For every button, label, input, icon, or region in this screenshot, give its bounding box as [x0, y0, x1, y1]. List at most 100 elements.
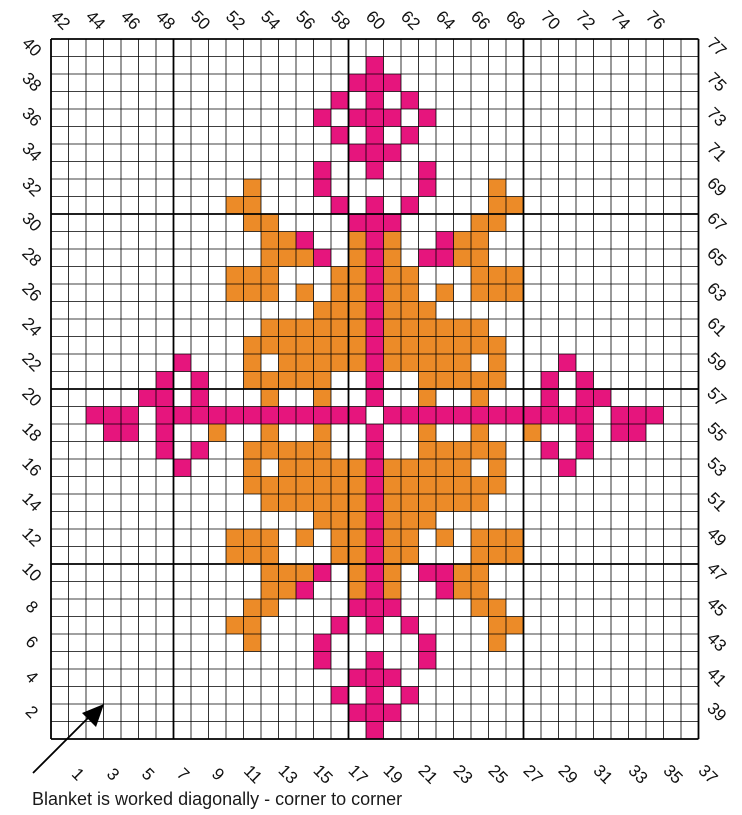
- orange-stitch-cell: [261, 267, 279, 285]
- pink-stitch-cell: [191, 442, 209, 460]
- orange-stitch-cell: [226, 197, 244, 215]
- orange-stitch-cell: [244, 459, 262, 477]
- orange-stitch-cell: [454, 582, 472, 600]
- orange-stitch-cell: [279, 442, 297, 460]
- orange-stitch-cell: [261, 232, 279, 250]
- orange-stitch-cell: [349, 529, 367, 547]
- orange-stitch-cell: [506, 197, 524, 215]
- top-label: 74: [607, 7, 634, 34]
- pink-stitch-cell: [576, 372, 594, 390]
- orange-stitch-cell: [489, 547, 507, 565]
- pink-stitch-cell: [366, 512, 384, 530]
- pink-stitch-cell: [506, 407, 524, 425]
- pink-stitch-cell: [454, 407, 472, 425]
- orange-stitch-cell: [454, 337, 472, 355]
- bottom-label: 21: [415, 761, 442, 788]
- left-label: 18: [18, 419, 45, 446]
- top-label: 54: [257, 7, 284, 34]
- orange-stitch-cell: [471, 477, 489, 495]
- pink-stitch-cell: [174, 354, 192, 372]
- orange-stitch-cell: [279, 249, 297, 267]
- left-label: 6: [22, 632, 42, 652]
- top-label: 48: [152, 7, 179, 34]
- pink-stitch-cell: [121, 407, 139, 425]
- pink-stitch-cell: [489, 407, 507, 425]
- orange-stitch-cell: [471, 337, 489, 355]
- pink-stitch-cell: [366, 687, 384, 705]
- pink-stitch-cell: [349, 144, 367, 162]
- top-label: 68: [502, 7, 529, 34]
- top-label: 56: [292, 7, 319, 34]
- pink-stitch-cell: [226, 407, 244, 425]
- orange-stitch-cell: [454, 442, 472, 460]
- pink-stitch-cell: [384, 407, 402, 425]
- orange-stitch-cell: [349, 337, 367, 355]
- orange-stitch-cell: [471, 564, 489, 582]
- pink-stitch-cell: [349, 214, 367, 232]
- orange-stitch-cell: [296, 372, 314, 390]
- pink-stitch-cell: [331, 407, 349, 425]
- right-label: 51: [703, 489, 730, 516]
- caption-text: Blanket is worked diagonally - corner to…: [32, 789, 402, 810]
- left-label: 28: [18, 244, 45, 271]
- pink-stitch-cell: [384, 109, 402, 127]
- orange-stitch-cell: [279, 372, 297, 390]
- pink-stitch-cell: [331, 92, 349, 110]
- pink-stitch-cell: [296, 407, 314, 425]
- pink-stitch-cell: [419, 162, 437, 180]
- right-label: 47: [703, 559, 730, 586]
- orange-stitch-cell: [279, 354, 297, 372]
- pink-stitch-cell: [384, 669, 402, 687]
- pink-stitch-cell: [296, 232, 314, 250]
- pink-stitch-cell: [366, 529, 384, 547]
- orange-stitch-cell: [506, 617, 524, 635]
- pink-stitch-cell: [576, 424, 594, 442]
- top-label: 52: [222, 7, 249, 34]
- pink-stitch-cell: [366, 424, 384, 442]
- orange-stitch-cell: [331, 284, 349, 302]
- orange-stitch-cell: [296, 284, 314, 302]
- orange-stitch-cell: [419, 424, 437, 442]
- right-label: 43: [703, 629, 730, 656]
- pink-stitch-cell: [331, 617, 349, 635]
- orange-stitch-cell: [506, 529, 524, 547]
- orange-stitch-cell: [314, 459, 332, 477]
- pink-stitch-cell: [366, 459, 384, 477]
- orange-stitch-cell: [296, 354, 314, 372]
- orange-stitch-cell: [524, 424, 542, 442]
- orange-stitch-cell: [419, 459, 437, 477]
- orange-stitch-cell: [489, 372, 507, 390]
- left-label: 40: [18, 34, 45, 61]
- orange-stitch-cell: [244, 547, 262, 565]
- orange-stitch-cell: [471, 249, 489, 267]
- orange-stitch-cell: [331, 494, 349, 512]
- pink-stitch-cell: [366, 599, 384, 617]
- orange-stitch-cell: [244, 179, 262, 197]
- pink-stitch-cell: [366, 564, 384, 582]
- right-label: 75: [703, 69, 730, 96]
- pink-stitch-cell: [244, 407, 262, 425]
- orange-stitch-cell: [436, 337, 454, 355]
- pink-stitch-cell: [594, 389, 612, 407]
- right-label: 39: [703, 699, 730, 726]
- orange-stitch-cell: [244, 442, 262, 460]
- orange-stitch-cell: [506, 547, 524, 565]
- pink-stitch-cell: [559, 407, 577, 425]
- right-label: 59: [703, 349, 730, 376]
- top-label: 60: [362, 7, 389, 34]
- orange-stitch-cell: [279, 494, 297, 512]
- orange-stitch-cell: [384, 267, 402, 285]
- orange-stitch-cell: [209, 424, 227, 442]
- pink-stitch-cell: [349, 599, 367, 617]
- pink-stitch-cell: [384, 74, 402, 92]
- orange-stitch-cell: [349, 494, 367, 512]
- pink-stitch-cell: [436, 582, 454, 600]
- orange-stitch-cell: [419, 337, 437, 355]
- left-label: 34: [18, 139, 45, 166]
- orange-stitch-cell: [384, 459, 402, 477]
- orange-stitch-cell: [419, 319, 437, 337]
- orange-stitch-cell: [471, 529, 489, 547]
- orange-stitch-cell: [226, 547, 244, 565]
- orange-stitch-cell: [349, 459, 367, 477]
